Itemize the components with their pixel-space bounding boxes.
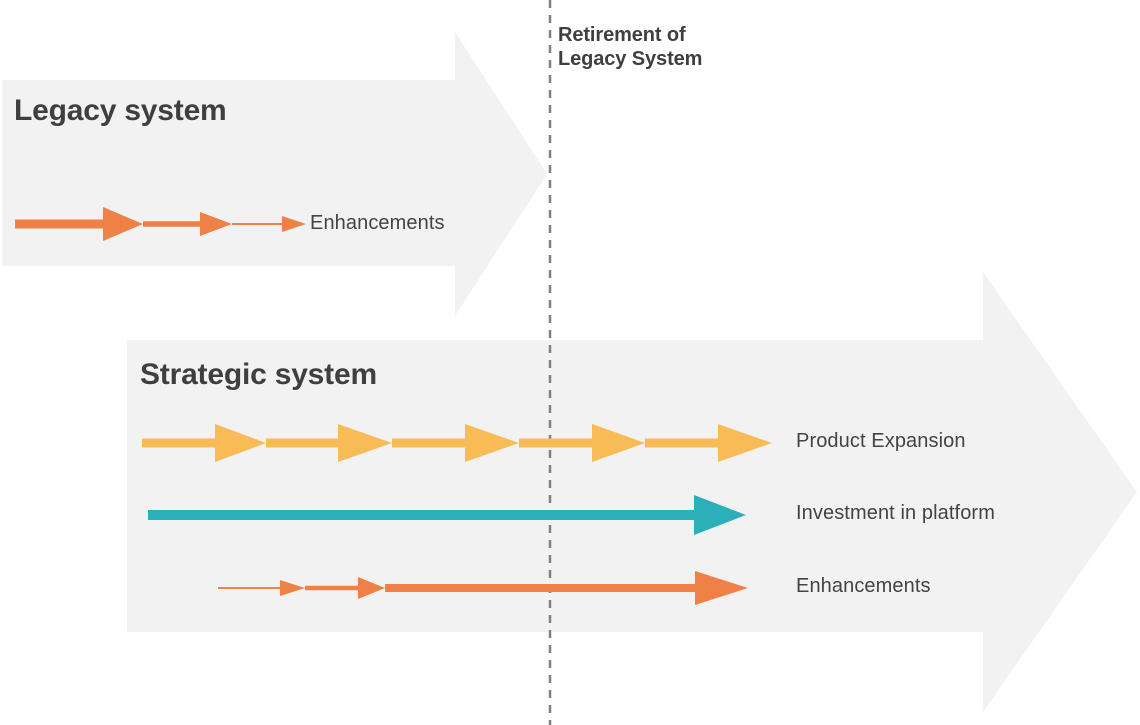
- stream-segment-arrowhead: [338, 424, 392, 462]
- stream-segment-shaft: [218, 587, 280, 589]
- stream-product-expansion: [142, 424, 772, 462]
- band-arrow-strategic: [127, 272, 1137, 712]
- stream-segment-shaft: [15, 219, 103, 229]
- stream-segment-arrowhead: [718, 424, 772, 462]
- stream-segment-arrowhead: [695, 571, 748, 605]
- stream-segment-shaft: [266, 438, 338, 448]
- stream-segment-shaft: [148, 510, 694, 520]
- stream-segment-shaft: [392, 438, 465, 448]
- stream-segment-shaft: [143, 221, 200, 227]
- stream-segment-arrowhead: [215, 424, 266, 462]
- stream-investment-in-platform: [148, 495, 746, 535]
- stream-segment-shaft: [232, 223, 282, 225]
- stream-segment-arrowhead: [358, 577, 385, 599]
- stream-segment-shaft: [305, 585, 358, 591]
- stream-segment-arrowhead: [592, 424, 645, 462]
- stream-segment-arrowhead: [103, 207, 143, 241]
- stream-strategic-enhancements: [218, 571, 748, 605]
- stream-segment-arrowhead: [465, 424, 519, 462]
- stream-segment-arrowhead: [694, 495, 746, 535]
- stream-segment-shaft: [645, 438, 718, 448]
- band-arrow-legacy: [2, 32, 547, 316]
- stream-segment-shaft: [142, 438, 215, 448]
- stream-legacy-enhancements: [15, 207, 306, 241]
- stream-segment-shaft: [519, 438, 592, 448]
- stream-segment-arrowhead: [200, 212, 232, 236]
- stream-segment-arrowhead: [280, 580, 305, 596]
- stream-segment-shaft: [385, 584, 695, 592]
- stream-segment-arrowhead: [282, 216, 306, 232]
